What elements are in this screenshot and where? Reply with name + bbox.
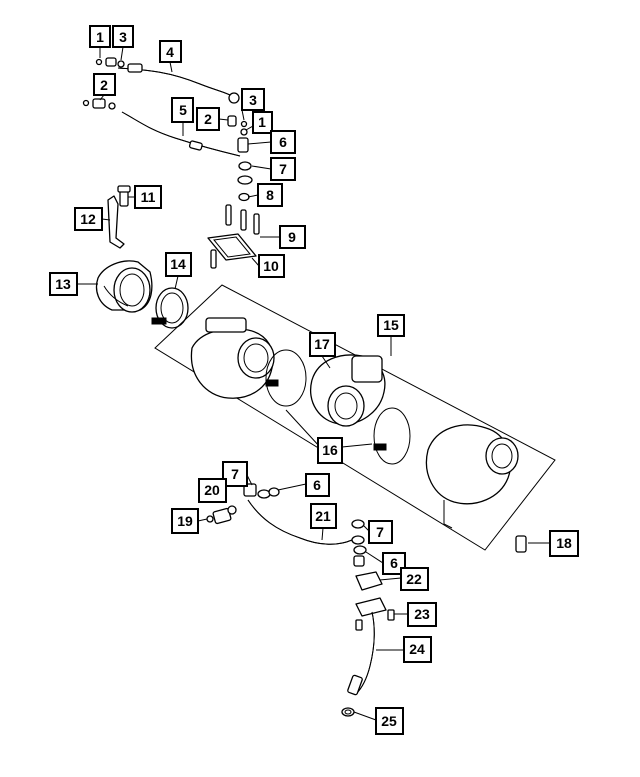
oil-drain-tube	[347, 597, 395, 696]
svg-text:2: 2	[100, 77, 108, 93]
fitting-stack-center	[227, 115, 253, 202]
svg-text:2: 2	[204, 111, 212, 127]
svg-text:6: 6	[279, 134, 287, 150]
svg-text:13: 13	[55, 276, 71, 292]
callout-20: 20	[198, 478, 227, 503]
callout-11: 11	[134, 185, 162, 209]
oil-return-tube	[247, 499, 365, 545]
callout-7a: 7	[270, 157, 296, 181]
callout-2b: 2	[196, 107, 220, 131]
svg-text:3: 3	[249, 92, 257, 108]
callout-6b: 6	[305, 473, 330, 497]
v-band-clamp-17	[265, 349, 307, 407]
callout-24: 24	[403, 636, 432, 663]
svg-text:11: 11	[141, 189, 156, 205]
svg-text:16: 16	[322, 442, 338, 458]
callout-12: 12	[74, 207, 103, 231]
svg-text:10: 10	[263, 258, 279, 274]
callout-6a: 6	[270, 130, 296, 154]
callout-22: 22	[400, 567, 429, 591]
svg-text:7: 7	[279, 161, 287, 177]
svg-text:3: 3	[119, 29, 127, 45]
svg-text:5: 5	[179, 102, 187, 118]
svg-text:6: 6	[390, 555, 398, 571]
svg-text:6: 6	[313, 477, 321, 493]
turbocharger-assembly-box	[154, 284, 556, 551]
svg-text:7: 7	[231, 466, 239, 482]
callout-17: 17	[309, 332, 336, 357]
svg-text:18: 18	[556, 535, 572, 551]
callout-13: 13	[49, 272, 78, 296]
svg-text:24: 24	[409, 641, 425, 657]
callout-8: 8	[257, 183, 283, 207]
v-band-clamp-14	[151, 287, 189, 329]
svg-text:1: 1	[96, 29, 104, 45]
plug-18	[515, 535, 527, 553]
callout-15: 15	[377, 314, 405, 337]
callout-9: 9	[279, 225, 306, 249]
callout-10: 10	[258, 254, 285, 278]
svg-text:1: 1	[258, 114, 266, 130]
oil-return-fittings	[206, 483, 280, 525]
callout-7c: 7	[368, 520, 393, 544]
compressor-housing	[425, 424, 519, 529]
callout-18: 18	[549, 530, 579, 557]
drain-fitting-stack	[351, 519, 383, 591]
svg-text:22: 22	[406, 571, 422, 587]
svg-text:9: 9	[288, 229, 296, 245]
svg-text:14: 14	[170, 256, 186, 272]
leader-lines	[77, 46, 550, 721]
callout-14: 14	[165, 252, 192, 277]
callout-19: 19	[171, 508, 199, 534]
bracket-and-bolt	[107, 185, 131, 249]
turbo-center-housing	[310, 354, 386, 427]
svg-text:7: 7	[376, 524, 384, 540]
callout-3a: 3	[112, 25, 134, 48]
callout-1a: 1	[89, 25, 111, 48]
callout-3b: 3	[241, 88, 265, 111]
callout-16: 16	[317, 437, 343, 464]
callout-6c: 6	[382, 552, 406, 575]
svg-text:23: 23	[414, 606, 430, 622]
oil-feed-line-upper	[117, 63, 240, 104]
callout-23: 23	[407, 602, 437, 627]
svg-text:25: 25	[381, 713, 397, 729]
svg-text:19: 19	[177, 513, 193, 529]
svg-text:4: 4	[166, 44, 174, 60]
v-band-clamp-16	[373, 407, 411, 465]
svg-text:12: 12	[80, 211, 96, 227]
svg-text:21: 21	[315, 508, 331, 524]
callout-2a: 2	[93, 73, 116, 96]
callout-25: 25	[375, 707, 404, 735]
callout-5: 5	[171, 97, 194, 123]
callout-4: 4	[159, 40, 182, 63]
turbo-outlet-elbow	[95, 260, 153, 313]
hose-clamp	[341, 707, 355, 717]
callout-21: 21	[310, 503, 337, 529]
turbine-housing	[190, 317, 275, 399]
svg-text:8: 8	[266, 187, 274, 203]
callout-1b: 1	[252, 111, 273, 134]
studs-and-gasket	[207, 204, 260, 269]
svg-text:17: 17	[314, 336, 330, 352]
oil-feed-line-lower	[121, 111, 241, 157]
fittings-upper-left	[82, 57, 125, 110]
svg-text:15: 15	[383, 317, 399, 333]
svg-text:20: 20	[204, 482, 220, 498]
